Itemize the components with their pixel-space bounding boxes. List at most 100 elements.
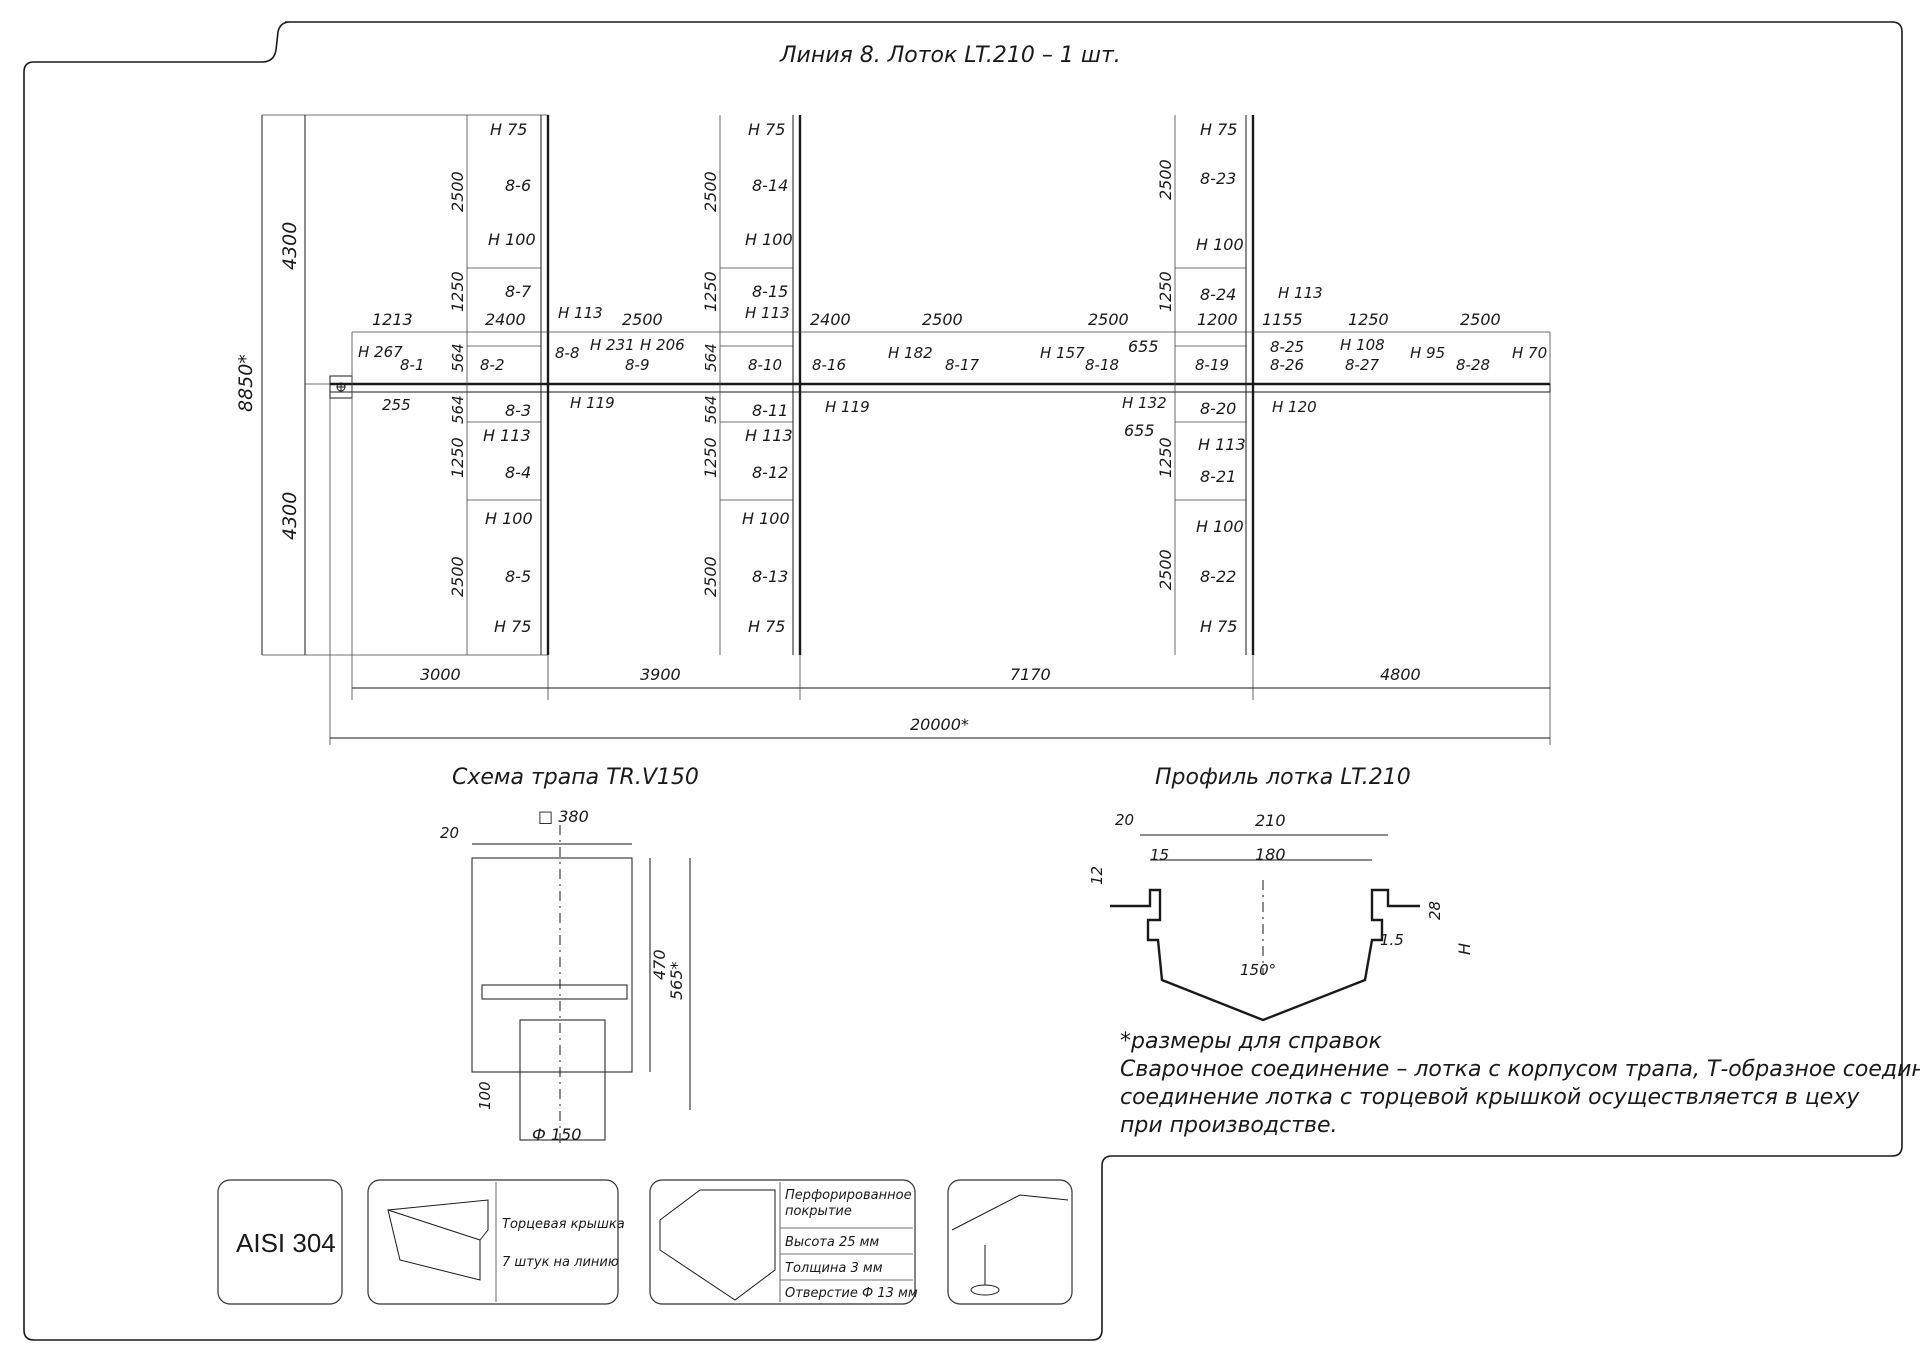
svg-text:2500: 2500 <box>922 310 963 329</box>
svg-text:H 182: H 182 <box>888 344 933 362</box>
dim-255: 255 <box>382 396 411 414</box>
fixture-card <box>947 1179 1073 1305</box>
branch1-top-h: H 75 <box>490 120 527 139</box>
label-h267: H 267 <box>358 343 403 361</box>
branch1-h-b2: H 100 <box>485 509 533 528</box>
dim-4800: 4800 <box>1380 665 1421 684</box>
svg-text:H 108: H 108 <box>1340 336 1385 354</box>
seg-8-1: 8-1 <box>400 356 425 374</box>
profile-diagram: Профиль лотка LT.210 20 210 15 180 12 28… <box>1088 765 1474 1022</box>
svg-text:Отверстие Ф 13 мм: Отверстие Ф 13 мм <box>785 1286 918 1301</box>
svg-text:H 113: H 113 <box>558 304 603 322</box>
svg-text:Торцевая крышка: Торцевая крышка <box>502 1217 625 1232</box>
svg-text:□ 380: □ 380 <box>538 807 589 826</box>
trap-diagram: Схема трапа TR.V150 □ 380 20 470 565* 10… <box>440 765 699 1145</box>
branch1-h-b1: H 113 <box>483 426 531 445</box>
svg-text:1250: 1250 <box>1348 310 1389 329</box>
svg-text:2400: 2400 <box>485 310 526 329</box>
plan-view: 8850* 4300 4300 H 75 8-6 H 100 8-7 8-3 H… <box>235 114 1551 745</box>
sheet-frame <box>23 21 1903 1341</box>
dim-3900: 3900 <box>640 665 681 684</box>
branch2-mid-h: H 100 <box>745 230 793 249</box>
branch1-seg-top: 8-6 <box>505 176 531 195</box>
svg-text:8-26: 8-26 <box>1270 356 1304 374</box>
material-card: AISI 304 <box>217 1179 343 1305</box>
svg-text:655: 655 <box>1128 337 1159 356</box>
svg-text:565*: 565* <box>667 961 686 1000</box>
branch3-mid-h: H 100 <box>1196 235 1244 254</box>
svg-text:1200: 1200 <box>1197 310 1238 329</box>
svg-text:470: 470 <box>650 949 669 980</box>
svg-text:H 113: H 113 <box>1278 284 1323 302</box>
svg-text:8-19: 8-19 <box>1195 356 1229 374</box>
branch3-top-h: H 75 <box>1200 120 1237 139</box>
branch2-h-b3: H 75 <box>748 617 785 636</box>
endcap-card: Торцевая крышка 7 штук на линию <box>367 1179 625 1305</box>
svg-text:8-25: 8-25 <box>1270 338 1304 356</box>
branch3-seg-b2: 8-21 <box>1200 467 1236 486</box>
branch2-seg-mid: 8-15 <box>752 282 788 301</box>
dim-7170: 7170 <box>1010 665 1051 684</box>
svg-text:2500: 2500 <box>1460 310 1501 329</box>
branch3-seg-b1: 8-20 <box>1200 399 1236 418</box>
dim-1213: 1213 <box>372 310 413 329</box>
svg-text:180: 180 <box>1255 845 1286 864</box>
svg-text:H 119: H 119 <box>570 394 615 412</box>
svg-text:8-18: 8-18 <box>1085 356 1119 374</box>
material-label: AISI 304 <box>236 1228 336 1258</box>
branch1-h-b3: H 75 <box>494 617 531 636</box>
svg-text:8-2: 8-2 <box>480 356 505 374</box>
svg-text:H 231: H 231 <box>590 336 635 354</box>
grate-card: Перфорированное покрытие Высота 25 мм То… <box>649 1179 918 1305</box>
svg-text:15: 15 <box>1150 846 1169 864</box>
svg-text:1250: 1250 <box>701 271 720 312</box>
branch1-seg-mid: 8-7 <box>505 282 532 301</box>
svg-text:564: 564 <box>702 395 720 424</box>
note-reference: *размеры для справок <box>1120 1029 1382 1054</box>
note-line3: при производстве. <box>1120 1113 1338 1138</box>
branch2-h-mid2: H 113 <box>745 304 790 322</box>
branch1-mid-h: H 100 <box>488 230 536 249</box>
svg-text:H 132: H 132 <box>1122 394 1167 412</box>
dim-3000: 3000 <box>420 665 461 684</box>
svg-text:2400: 2400 <box>810 310 851 329</box>
svg-text:8-9: 8-9 <box>625 356 650 374</box>
svg-text:20: 20 <box>440 824 459 842</box>
svg-text:покрытие: покрытие <box>785 1204 852 1219</box>
svg-text:1.5: 1.5 <box>1380 931 1404 949</box>
dim-height-bottom: 4300 <box>279 492 301 540</box>
svg-text:564: 564 <box>449 395 467 424</box>
branch3-h-b3: H 75 <box>1200 617 1237 636</box>
svg-text:H: H <box>1455 943 1474 955</box>
svg-text:1155: 1155 <box>1262 310 1303 329</box>
svg-text:1250: 1250 <box>1156 271 1175 312</box>
note-line2: соединение лотка с торцевой крышкой осущ… <box>1120 1085 1860 1110</box>
branch2-h-b2: H 100 <box>742 509 790 528</box>
svg-text:8-17: 8-17 <box>945 356 979 374</box>
svg-text:8-28: 8-28 <box>1456 356 1490 374</box>
svg-text:20: 20 <box>1115 811 1134 829</box>
svg-text:2500: 2500 <box>701 171 720 212</box>
svg-text:2500: 2500 <box>1156 549 1175 590</box>
svg-text:7 штук на линию: 7 штук на линию <box>502 1255 619 1270</box>
svg-text:12: 12 <box>1088 866 1106 885</box>
svg-text:Ф 150: Ф 150 <box>532 1125 581 1144</box>
branch1-seg-b3: 8-5 <box>505 567 531 586</box>
dim-total-height: 8850* <box>235 354 257 412</box>
notes-block: *размеры для справок Сварочное соединени… <box>1120 1029 1920 1138</box>
svg-text:2500: 2500 <box>448 556 467 597</box>
branch2-seg-top: 8-14 <box>752 176 788 195</box>
svg-text:2500: 2500 <box>622 310 663 329</box>
branch2-seg-b2: 8-12 <box>752 463 788 482</box>
branch3-seg-mid: 8-24 <box>1200 285 1236 304</box>
branch2-h-b1: H 113 <box>745 426 793 445</box>
svg-text:8-8: 8-8 <box>555 344 580 362</box>
branch1-seg-b1: 8-3 <box>505 401 531 420</box>
note-line1: Сварочное соединение – лотка с корпусом … <box>1120 1057 1920 1082</box>
svg-text:564: 564 <box>702 343 720 372</box>
svg-text:28: 28 <box>1426 901 1444 920</box>
branch3-seg-b3: 8-22 <box>1200 567 1236 586</box>
svg-text:655: 655 <box>1124 421 1155 440</box>
svg-text:8-16: 8-16 <box>812 356 846 374</box>
